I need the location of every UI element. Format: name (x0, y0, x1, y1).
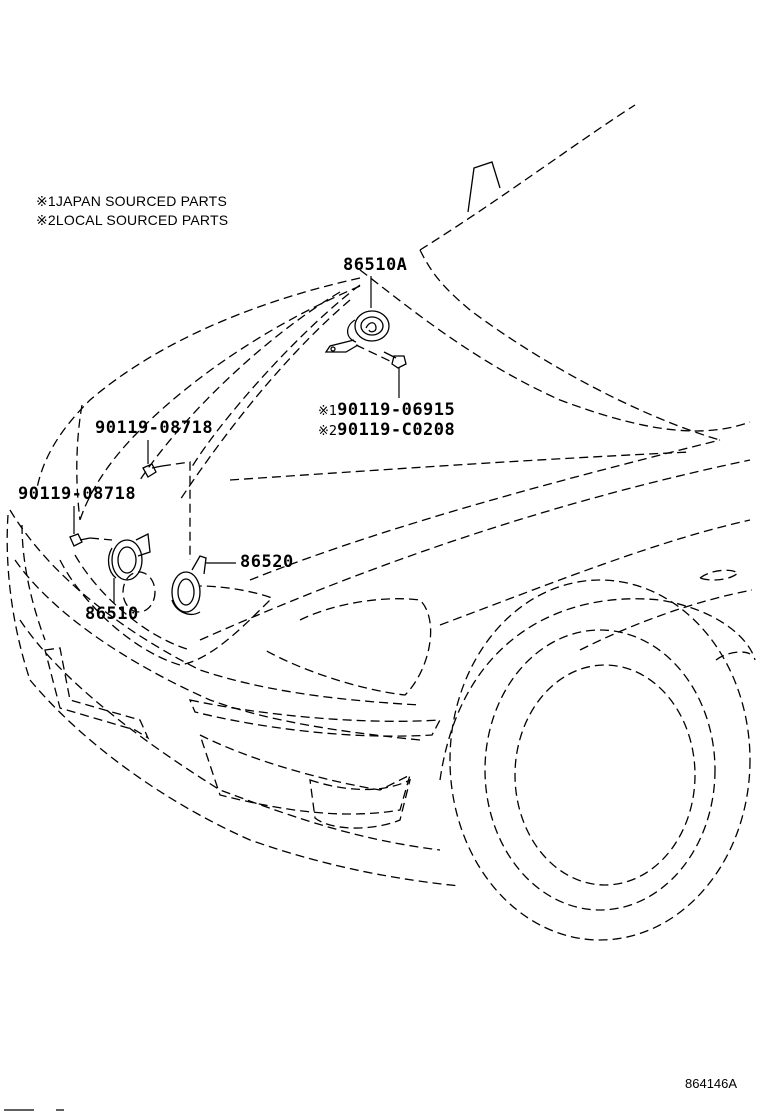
fog-lamp (309, 778, 411, 829)
figure-reference-code: 864146A (685, 1076, 738, 1091)
label-bolt-japan: ※190119-06915 (318, 400, 455, 420)
label-bolt-local-number: 90119-C0208 (337, 420, 456, 440)
label-bolt-japan-mark: ※1 (318, 404, 338, 419)
side-marker (715, 651, 751, 661)
horn-high-dash-link (355, 344, 393, 363)
fender-line-2 (199, 459, 751, 641)
horn-high-bolt (383, 351, 407, 369)
plate-recess (44, 647, 150, 740)
note-japan-sourced: ※1JAPAN SOURCED PARTS (36, 193, 227, 210)
headlamp-outline (264, 598, 432, 696)
label-bolt-left: 90119-08718 (18, 484, 137, 504)
bolt-left-part (69, 533, 91, 547)
label-bolt-upper: 90119-08718 (95, 418, 214, 438)
horn-low-left-part (107, 533, 151, 581)
grille-inner (74, 554, 191, 651)
air-intake (198, 733, 412, 815)
tire-inner (484, 629, 716, 911)
bumper-mid (14, 559, 421, 741)
tire-outer (449, 579, 751, 941)
wheel-rim (514, 664, 696, 886)
note-text: JAPAN SOURCED PARTS (55, 193, 227, 209)
hood-top-edge (419, 104, 636, 251)
note-local-sourced: ※2LOCAL SOURCED PARTS (36, 212, 228, 229)
bumper-lower (19, 619, 441, 851)
label-horn-low-right: 86520 (240, 552, 294, 572)
horn-low-left-ghost (122, 571, 156, 613)
hood-shutline-2 (179, 299, 351, 501)
side-line (439, 519, 751, 626)
windshield-edge (419, 249, 721, 441)
label-bolt-local-mark: ※2 (318, 424, 338, 439)
bolt-upper-part (142, 463, 163, 478)
horn-low-right-part (171, 555, 207, 615)
front-left-edge (6, 514, 31, 681)
door-handle (698, 569, 740, 581)
wheel-arch (439, 598, 756, 781)
hood-ref-2 (76, 404, 83, 521)
note-text: LOCAL SOURCED PARTS (55, 212, 229, 228)
front-left-edge-2 (21, 524, 46, 641)
label-bolt-local: ※290119-C0208 (318, 420, 455, 440)
hood-ornament (467, 161, 501, 213)
note-mark: ※1 (36, 193, 56, 209)
hood-left-edge (34, 277, 361, 501)
bolt-upper-dash-link (161, 461, 191, 560)
label-horn-low-left: 86510 (85, 604, 139, 624)
hood-ref-3 (229, 451, 691, 481)
bumper-upper (9, 509, 421, 706)
fender-line (249, 439, 721, 581)
horn-high-part (324, 310, 390, 353)
hood-ref-1 (189, 284, 361, 471)
label-horn-high: 86510A (343, 255, 408, 275)
note-mark: ※2 (36, 212, 56, 228)
hood-shutline (139, 291, 341, 481)
turn-signal (188, 699, 442, 737)
hood-center-line (359, 269, 751, 432)
label-bolt-japan-number: 90119-06915 (337, 400, 456, 420)
bumper-bottom (29, 679, 461, 887)
bolt-left-dash-link (89, 537, 113, 541)
